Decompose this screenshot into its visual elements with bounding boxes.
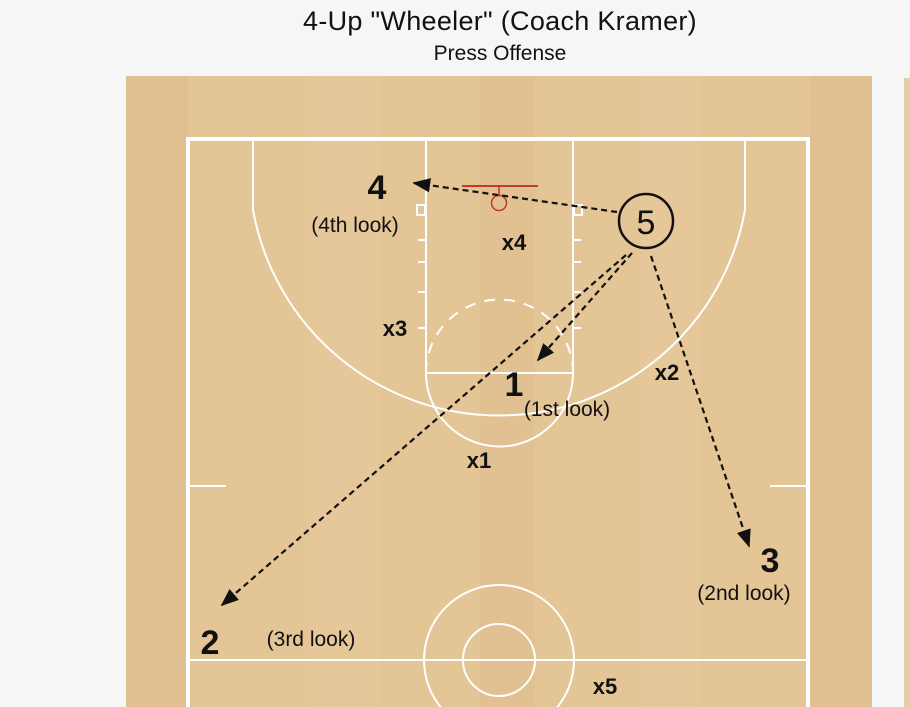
player-2-label: 2 bbox=[201, 624, 220, 662]
three-point-line bbox=[252, 139, 746, 417]
court-floor bbox=[126, 76, 872, 707]
player-5-label: 5 bbox=[637, 204, 656, 242]
diagram-subtitle: Press Offense bbox=[433, 42, 567, 65]
player-3-label: 3 bbox=[761, 542, 780, 580]
pass-to-4-arrow bbox=[412, 178, 618, 214]
defender-x1-label: x1 bbox=[467, 448, 491, 473]
player-3-look: (2nd look) bbox=[697, 582, 790, 605]
defender-x3-label: x3 bbox=[383, 316, 407, 341]
defender-x4-label: x4 bbox=[502, 230, 527, 255]
player-5-circle bbox=[617, 192, 675, 250]
defender-x5-label: x5 bbox=[593, 674, 617, 699]
rim bbox=[490, 194, 508, 212]
pass-to-2-arrow bbox=[220, 254, 627, 607]
player-2-look: (3rd look) bbox=[267, 628, 356, 651]
pass-to-1-arrow bbox=[536, 252, 633, 362]
court-boundary-line bbox=[186, 137, 810, 707]
free-throw-lane bbox=[425, 139, 574, 374]
pass-to-3-arrow bbox=[649, 255, 751, 548]
lane-block-left bbox=[416, 204, 426, 216]
lane-block-right bbox=[573, 204, 583, 216]
player-1-label: 1 bbox=[505, 366, 524, 404]
player-1-look: (1st look) bbox=[524, 398, 610, 421]
lane-hash-marks bbox=[418, 239, 581, 329]
wood-grain bbox=[126, 76, 872, 707]
player-4-label: 4 bbox=[368, 169, 387, 207]
defender-x2-label: x2 bbox=[655, 360, 679, 385]
free-throw-circle-lower bbox=[425, 372, 574, 448]
center-circle-outer bbox=[423, 584, 575, 707]
player-4-look: (4th look) bbox=[311, 214, 399, 237]
adjacent-panel-edge bbox=[904, 78, 910, 707]
diagram-title: 4-Up "Wheeler" (Coach Kramer) bbox=[303, 6, 697, 36]
center-circle-inner bbox=[462, 623, 536, 697]
